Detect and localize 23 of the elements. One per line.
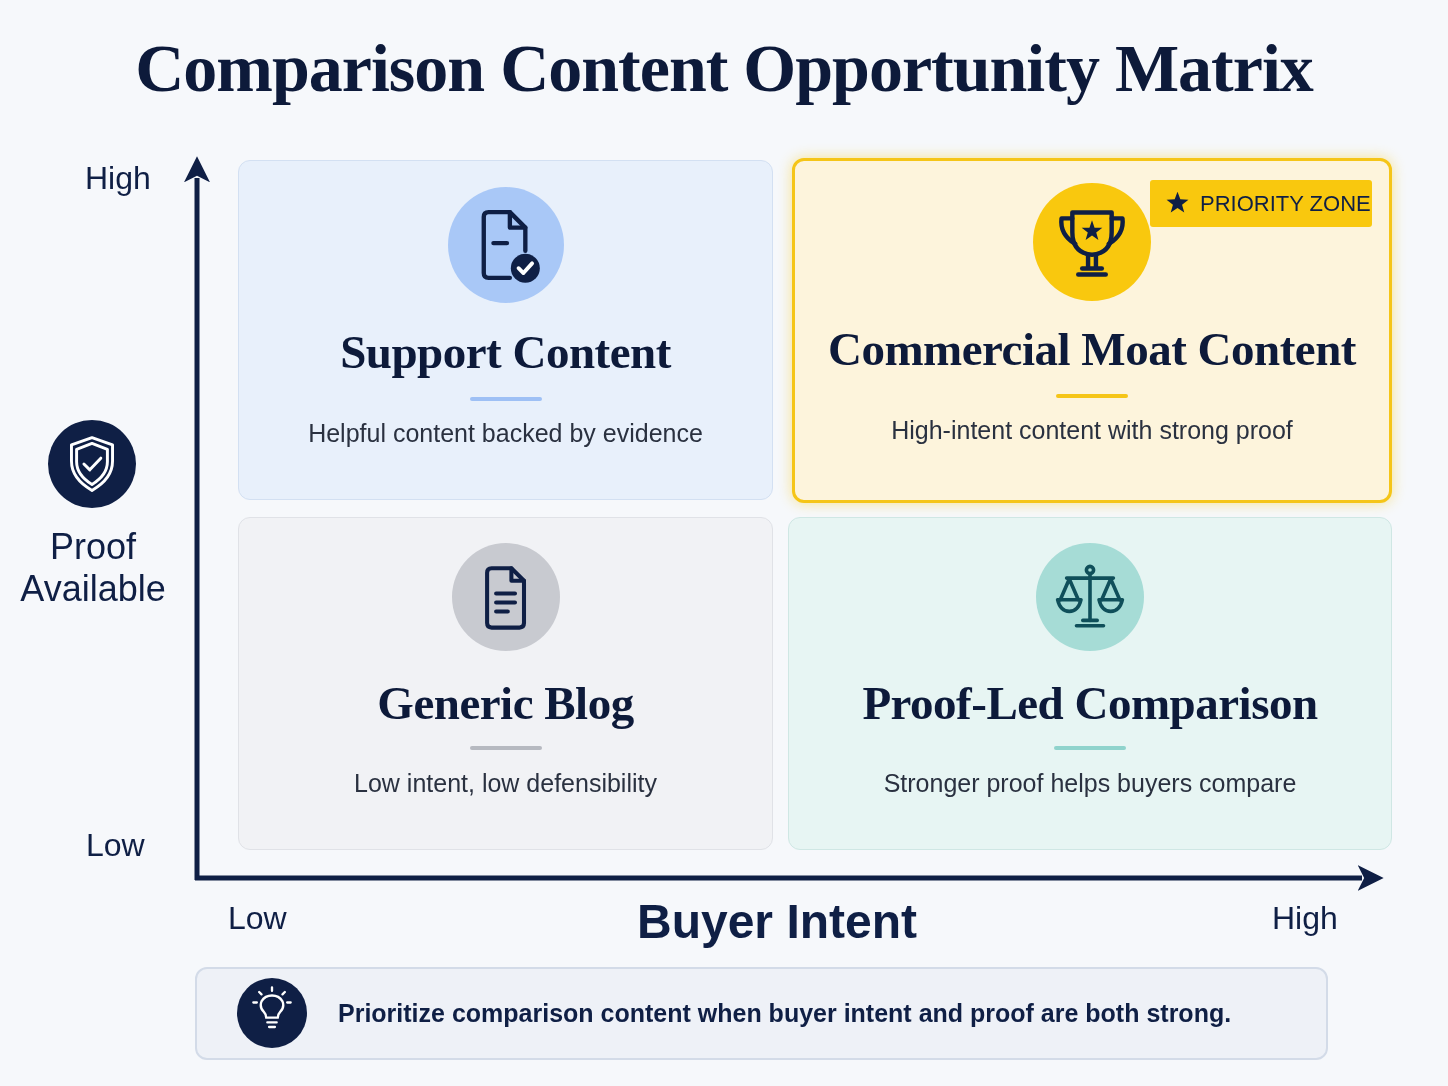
quadrant-heading: Commercial Moat Content <box>828 322 1356 377</box>
axis-title: Proof Available <box>19 526 167 610</box>
quadrant-heading: Proof-Led Comparison <box>862 676 1318 731</box>
axis-tick-label: High <box>1272 899 1338 937</box>
quadrant-panel <box>792 158 1392 503</box>
quadrant-heading: Support Content <box>340 325 671 380</box>
axis-tick-label: Low <box>228 899 287 937</box>
quadrant-panel <box>788 517 1392 850</box>
zone-label: PRIORITY ZONE <box>1200 191 1371 217</box>
quadrant-description: Stronger proof helps buyers compare <box>883 768 1297 799</box>
quadrant-panel <box>238 517 773 850</box>
axis-title: Buyer Intent <box>637 894 917 950</box>
quadrant-description: High-intent content with strong proof <box>891 415 1293 446</box>
quadrant-description: Low intent, low defensibility <box>354 768 657 799</box>
quadrant-panel <box>238 160 773 500</box>
quadrant-description: Helpful content backed by evidence <box>308 418 703 449</box>
axis-tick-label: Low <box>86 826 145 864</box>
note-panel <box>195 967 1328 1060</box>
note-text: Prioritize comparison content when buyer intent and proof are both strong. <box>338 998 1232 1029</box>
title: Comparison Content Opportunity Matrix <box>135 29 1313 108</box>
quadrant-heading: Generic Blog <box>377 676 634 731</box>
priority-badge <box>1150 180 1372 227</box>
axis-tick-label: High <box>85 159 151 197</box>
